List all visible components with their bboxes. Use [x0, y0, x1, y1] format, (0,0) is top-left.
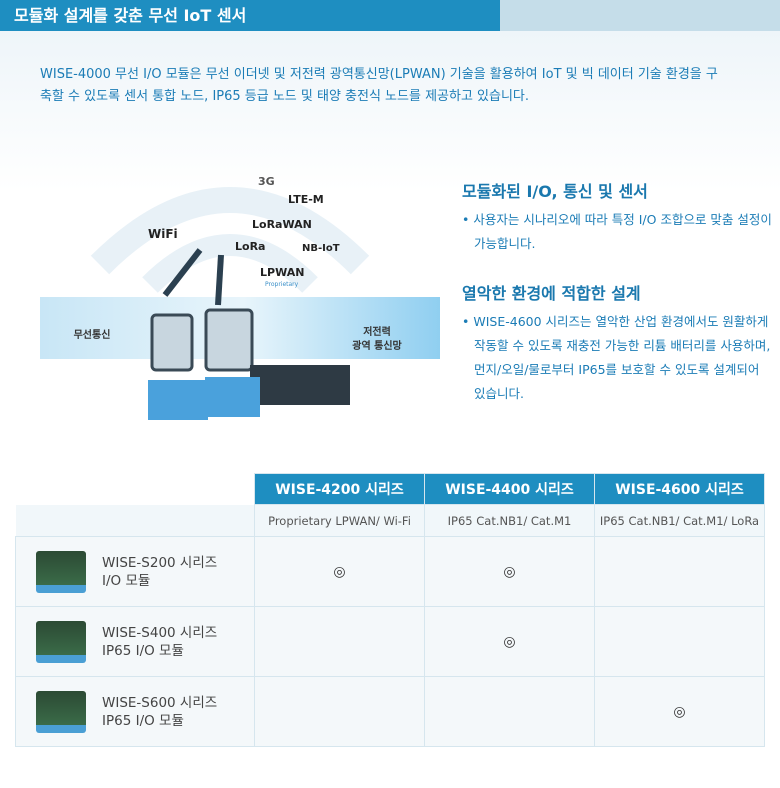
feature-text: • WISE-4600 시리즈는 열악한 산업 환경에서도 원활하게 작동할 수…: [462, 314, 771, 401]
support-mark: [424, 676, 595, 747]
svg-text:3G: 3G: [258, 175, 275, 188]
module-image: [36, 691, 86, 733]
svg-text:LoRa: LoRa: [235, 240, 265, 253]
svg-text:LoRaWAN: LoRaWAN: [252, 218, 312, 231]
product-illustration: 무선통신 저전력 광역 통신망 3G LTE-M LoRaWAN WiFi Lo…: [40, 175, 440, 420]
feature-title: 열악한 환경에 적합한 설계: [462, 284, 641, 303]
svg-text:LTE-M: LTE-M: [288, 193, 324, 206]
background: [0, 31, 780, 191]
col-header: WISE-4400 시리즈: [424, 473, 595, 505]
module-image: [36, 621, 86, 663]
support-mark: ◎: [424, 606, 595, 677]
svg-text:WiFi: WiFi: [148, 227, 178, 241]
svg-text:광역 통신망: 광역 통신망: [352, 339, 402, 352]
col-subheader: IP65 Cat.NB1/ Cat.M1: [424, 504, 595, 537]
col-header: WISE-4600 시리즈: [594, 473, 765, 505]
comparison-table: WISE-4200 시리즈 WISE-4400 시리즈 WISE-4600 시리…: [15, 473, 765, 747]
col-subheader: Proprietary LPWAN/ Wi-Fi: [254, 504, 425, 537]
svg-text:NB-IoT: NB-IoT: [302, 243, 340, 254]
support-mark: ◎: [594, 676, 765, 747]
support-mark: ◎: [254, 536, 425, 607]
col-header: WISE-4200 시리즈: [254, 473, 425, 505]
page-title: 모듈화 설계를 갖춘 무선 IoT 센서: [0, 0, 500, 31]
support-mark: [254, 676, 425, 747]
support-mark: ◎: [424, 536, 595, 607]
feature-rugged: 열악한 환경에 적합한 설계 • WISE-4600 시리즈는 열악한 산업 환…: [462, 280, 772, 406]
feature-title: 모듈화된 I/O, 통신 및 센서: [462, 182, 648, 201]
feature-modular: 모듈화된 I/O, 통신 및 센서 • 사용자는 시나리오에 따라 특정 I/O…: [462, 178, 772, 256]
svg-text:Proprietary: Proprietary: [265, 281, 299, 288]
support-mark: [254, 606, 425, 677]
svg-text:LPWAN: LPWAN: [260, 266, 304, 279]
header-bar: 모듈화 설계를 갖춘 무선 IoT 센서: [0, 0, 780, 31]
intro-text: WISE-4000 무선 I/O 모듈은 무선 이더넷 및 저전력 광역통신망(…: [40, 67, 718, 104]
col-subheader: IP65 Cat.NB1/ Cat.M1/ LoRa: [594, 504, 765, 537]
support-mark: [594, 536, 765, 607]
support-mark: [594, 606, 765, 677]
feature-text: • 사용자는 시나리오에 따라 특정 I/O 조합으로 맞춤 설정이 가능합니다…: [462, 212, 772, 251]
module-image: [36, 551, 86, 593]
svg-text:저전력: 저전력: [363, 325, 391, 338]
wireless-label: 무선통신: [74, 328, 111, 341]
